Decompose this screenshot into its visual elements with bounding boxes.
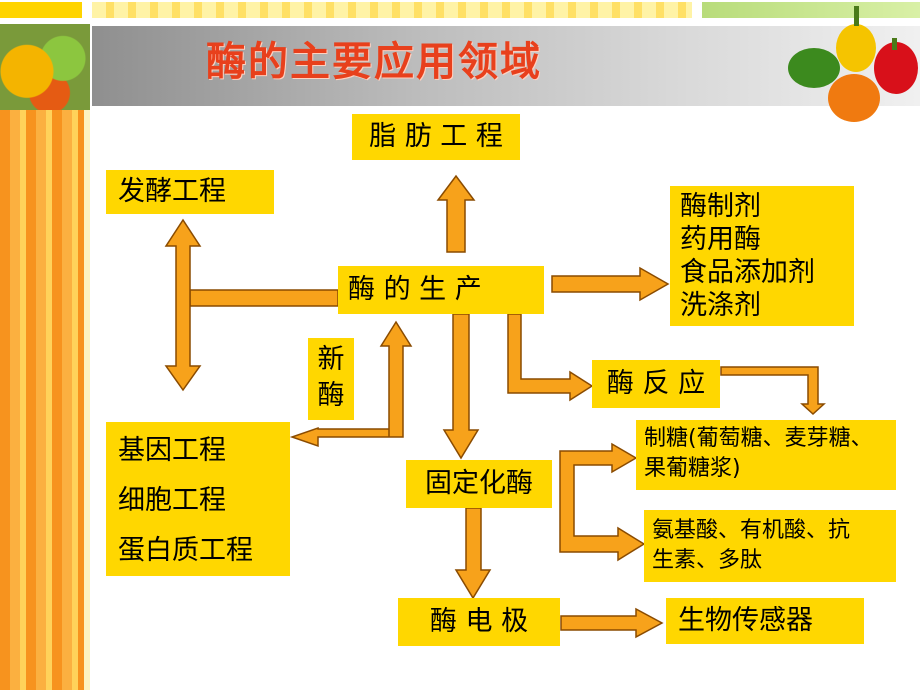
node-label: 氨基酸、有机酸、抗 bbox=[652, 518, 851, 543]
node-immobilized-enzyme: 固定化酶 bbox=[406, 460, 552, 508]
node-label: 食品添加剂 bbox=[680, 257, 815, 288]
arrow-double-vertical bbox=[164, 218, 202, 392]
arrow-to-reaction bbox=[507, 313, 594, 402]
arrow-new-enzyme bbox=[289, 320, 413, 448]
fruit-image bbox=[0, 24, 90, 110]
arrow-up-fat bbox=[436, 174, 476, 253]
arrow-right-products bbox=[551, 266, 670, 302]
page-title: 酶的主要应用领域 bbox=[206, 39, 542, 85]
node-label: 洗涤剂 bbox=[680, 290, 761, 321]
left-decor-strip bbox=[0, 110, 84, 690]
node-label: 新 bbox=[317, 344, 345, 375]
node-label: 固定化酶 bbox=[425, 468, 533, 499]
header-bar bbox=[92, 26, 920, 106]
decor-bar bbox=[92, 2, 692, 18]
node-fat-engineering: 脂 肪 工 程 bbox=[352, 114, 520, 160]
node-products: 酶制剂 药用酶 食品添加剂 洗涤剂 bbox=[670, 186, 854, 326]
decor-bar bbox=[702, 2, 920, 18]
arrow-reaction-down bbox=[720, 366, 826, 416]
node-fermentation: 发酵工程 bbox=[106, 170, 274, 214]
decor-bar bbox=[0, 2, 82, 18]
arrow-down-immobilized bbox=[442, 313, 480, 460]
node-genetic-engineering: 基因工程 细胞工程 蛋白质工程 bbox=[106, 422, 290, 576]
node-biosensor: 生物传感器 bbox=[666, 598, 864, 644]
node-label: 药用酶 bbox=[680, 224, 761, 255]
node-label: 酶 电 极 bbox=[429, 606, 529, 637]
node-label: 蛋白质工程 bbox=[118, 535, 253, 566]
node-label: 酶 反 应 bbox=[606, 368, 706, 399]
node-sugar: 制糖(葡萄糖、麦芽糖、 果葡糖浆) bbox=[636, 420, 896, 490]
node-enzyme-electrode: 酶 电 极 bbox=[398, 598, 560, 646]
top-decor-bars bbox=[0, 0, 920, 24]
node-label: 生素、多肽 bbox=[652, 548, 763, 573]
node-label: 发酵工程 bbox=[118, 176, 226, 207]
node-enzyme-reaction: 酶 反 应 bbox=[592, 360, 720, 408]
node-label: 果葡糖浆) bbox=[644, 456, 741, 481]
left-decor-edge bbox=[84, 110, 90, 690]
node-label: 脂 肪 工 程 bbox=[369, 121, 503, 152]
connector-left bbox=[189, 289, 339, 307]
node-new-enzyme: 新 酶 bbox=[308, 338, 354, 420]
arrow-right-sensor bbox=[560, 607, 664, 639]
arrow-down-electrode bbox=[454, 507, 492, 600]
bracket-immobilized bbox=[559, 442, 646, 562]
node-enzyme-production: 酶 的 生 产 bbox=[338, 266, 544, 314]
peppers-image bbox=[788, 6, 918, 122]
node-label: 生物传感器 bbox=[678, 605, 813, 636]
node-label: 细胞工程 bbox=[118, 485, 226, 516]
node-label: 酶 的 生 产 bbox=[348, 274, 482, 305]
node-label: 酶 bbox=[317, 380, 345, 411]
node-label: 制糖(葡萄糖、麦芽糖、 bbox=[644, 426, 873, 451]
node-amino-acid: 氨基酸、有机酸、抗 生素、多肽 bbox=[644, 510, 896, 582]
node-label: 基因工程 bbox=[118, 435, 226, 466]
node-label: 酶制剂 bbox=[680, 191, 761, 222]
